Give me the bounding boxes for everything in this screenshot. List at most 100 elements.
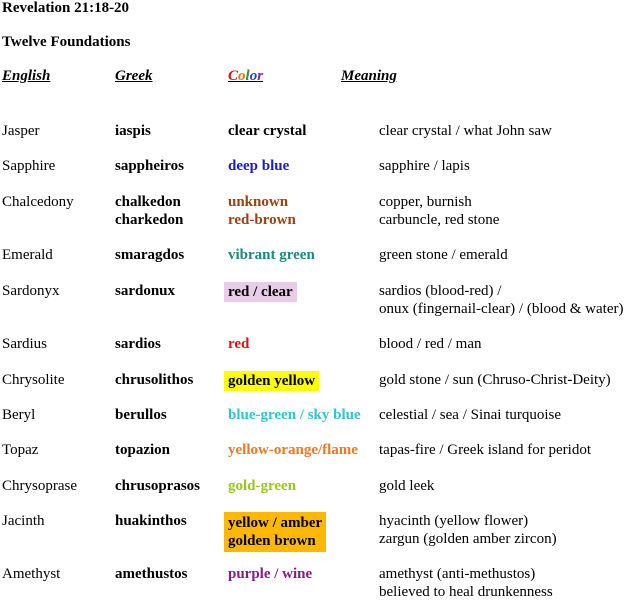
meaning-line: copper, burnish [379,194,472,210]
color-swatch-text: golden yellow [224,371,320,391]
color-swatch-text: gold-green [228,477,296,495]
meaning-line: zargun (golden amber zircon) [379,531,557,547]
color-line: red-brown [228,212,296,228]
english-name: Chalcedony [2,194,74,210]
english-name: Jasper [2,123,40,139]
english-name: Emerald [2,247,53,263]
color-value: blue-green / sky blue [228,406,361,424]
header-color-letter: r [257,68,264,84]
color-value: vibrant green [228,246,315,264]
greek-line: charkedon [115,212,184,228]
meaning-text: amethyst (anti-methustos) believed to hea… [379,565,553,601]
header-meaning: Meaning [341,68,397,84]
greek-line: chrusoprasos [115,478,201,494]
color-swatch-text: yellow-orange/flame [228,441,358,459]
color-value: clear crystal [228,122,306,140]
color-line: golden brown [228,533,316,549]
meaning-line: celestial / sea / Sinai turquoise [379,407,562,423]
header-color-letter: l [245,68,250,84]
header-color-letter: C [228,68,239,84]
meaning-text: sardios (blood-red) /onux (fingernail-cl… [379,282,623,318]
color-line: purple / wine [228,566,313,582]
meaning-text: gold leek [379,477,434,495]
greek-line: huakinthos [115,513,187,529]
english-name: Amethyst [2,566,61,582]
color-swatch-text: unknown red-brown [228,193,296,229]
meaning-line: hyacinth (yellow flower) [379,513,529,529]
greek-name: sappheiros [115,157,184,175]
greek-line: sardios [115,336,161,352]
greek-line: sardonux [115,283,176,299]
meaning-line: sapphire / lapis [379,158,470,174]
greek-name: topazion [115,441,170,459]
english-name: Sardonyx [2,283,60,299]
meaning-line: carbuncle, red stone [379,212,500,228]
meaning-line: gold leek [379,478,435,494]
meaning-line: clear crystal / what John saw [379,123,552,139]
meaning-text: celestial / sea / Sinai turquoise [379,406,561,424]
header-english: English [2,68,51,84]
greek-line: amethustos [115,566,188,582]
document-subtitle: Twelve Foundations [2,34,131,50]
meaning-text: copper, burnish carbuncle, red stone [379,193,499,229]
header-color-letter: o [238,68,246,84]
meaning-line: gold stone / sun (Chruso-Christ-Deity) [379,372,611,388]
meaning-text: clear crystal / what John saw [379,122,552,140]
meaning-line: green stone / emerald [379,247,508,263]
greek-line: chalkedon [115,194,181,210]
color-line: yellow-orange/flame [228,442,358,458]
greek-line: sappheiros [115,158,184,174]
english-name: Sardius [2,336,47,352]
english-name: Chrysoprase [2,478,77,494]
greek-name: berullos [115,406,167,424]
english-name: Jacinth [2,513,45,529]
meaning-line: blood / red / man [379,336,482,352]
greek-line: berullos [115,407,167,423]
meaning-text: sapphire / lapis [379,157,470,175]
english-name: Beryl [2,407,36,423]
color-line: golden yellow [228,373,316,389]
color-swatch-text: red / clear [224,282,297,302]
color-line: red / clear [228,284,293,300]
greek-line: smaragdos [115,247,185,263]
meaning-line: tapas-fire / Greek island for peridot [379,442,591,458]
meaning-text: hyacinth (yellow flower) zargun (golden a… [379,512,557,548]
color-value: deep blue [228,157,289,175]
color-value: unknown red-brown [228,193,296,229]
color-value: purple / wine [228,565,312,583]
color-line: vibrant green [228,247,315,263]
meaning-line: believed to heal drunkenness [379,584,553,600]
header-greek: Greek [115,68,153,84]
color-swatch-text: purple / wine [228,565,312,583]
color-swatch-text: deep blue [228,157,289,175]
greek-name: chalkedon charkedon [115,193,183,229]
greek-name: huakinthos [115,512,187,530]
english-name: Topaz [2,442,39,458]
color-swatch-text: vibrant green [228,246,315,264]
greek-line: topazion [115,442,171,458]
color-value: gold-green [228,477,296,495]
header-color: Color [228,68,263,85]
header-color-letter: o [249,68,258,84]
greek-name: iaspis [115,122,151,140]
meaning-text: gold stone / sun (Chruso-Christ-Deity) [379,371,611,389]
color-line: blue-green / sky blue [228,407,361,423]
meaning-text: blood / red / man [379,335,481,353]
document-title: Revelation 21:18-20 [2,0,130,16]
greek-line: iaspis [115,123,151,139]
color-line: clear crystal [228,123,307,139]
color-swatch-text: clear crystal [228,122,306,140]
meaning-line: amethyst (anti-methustos) [379,566,536,582]
meaning-text: green stone / emerald [379,246,508,264]
color-swatch-text: red [228,335,249,353]
greek-name: chrusoprasos [115,477,200,495]
color-value: yellow-orange/flame [228,441,358,459]
greek-name: smaragdos [115,246,184,264]
greek-name: amethustos [115,565,188,583]
greek-name: sardonux [115,282,175,300]
color-line: unknown [228,194,289,210]
color-value: red / clear [224,282,297,302]
